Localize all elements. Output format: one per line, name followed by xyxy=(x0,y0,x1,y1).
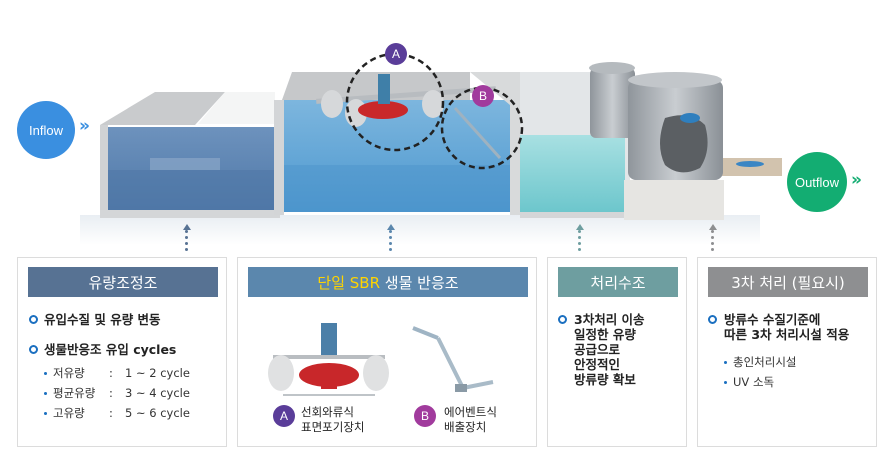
equalization-tank xyxy=(100,92,280,218)
plant-drawing xyxy=(80,52,782,245)
callout-circle-b xyxy=(440,86,524,170)
inflow-label: Inflow xyxy=(29,122,63,138)
marker-a-letter: A xyxy=(391,47,400,61)
dot-bullet-icon xyxy=(44,412,47,415)
panel-treated: 처리수조 3차처리 이송 일정한 유량 공급으로 안정적인 방류량 확보 xyxy=(547,257,687,447)
connector-tertiary xyxy=(709,224,717,254)
panel-sbr-header: 단일 SBR 생물 반응조 xyxy=(248,267,528,297)
connector-treated xyxy=(576,224,584,254)
panel-equalization-header: 유량조정조 xyxy=(28,267,218,297)
outflow-badge: Outflow xyxy=(787,152,847,212)
flow-rate-row: 평균유량:3 ~ 4 cycle xyxy=(44,383,190,403)
panel-treated-header: 처리수조 xyxy=(558,267,678,297)
panel-sbr-title-rest: 생물 반응조 xyxy=(380,273,459,292)
treated-bullet: 3차처리 이송 일정한 유량 공급으로 안정적인 방류량 확보 xyxy=(558,312,645,387)
ring-bullet-icon xyxy=(29,315,38,324)
equipment-a-marker: A xyxy=(273,405,295,427)
dot-bullet-icon xyxy=(724,381,727,384)
ring-bullet-icon xyxy=(29,345,38,354)
outflow-chevron-icon: » xyxy=(851,170,862,190)
ring-bullet-icon xyxy=(708,315,717,324)
panel-tertiary: 3차 처리 (필요시) 방류수 수질기준에 따른 3차 처리시설 적용 총인처리… xyxy=(697,257,877,447)
connector-sbr xyxy=(387,224,395,254)
tertiary-sub-item: UV 소독 xyxy=(724,372,796,392)
equalization-bullet-1: 유입수질 및 유량 변동 xyxy=(29,312,161,328)
dot-bullet-icon xyxy=(724,361,727,364)
sbr-tank xyxy=(274,72,520,215)
surface-aerator-image xyxy=(268,323,389,396)
inflow-chevron-icon: » xyxy=(79,116,90,136)
marker-a: A xyxy=(385,43,407,65)
air-vent-decanter-image xyxy=(412,326,494,392)
tertiary-sub-item: 총인처리시설 xyxy=(724,352,796,372)
panel-tertiary-header: 3차 처리 (필요시) xyxy=(708,267,868,297)
panel-tertiary-title: 3차 처리 (필요시) xyxy=(731,273,845,292)
ring-bullet-icon xyxy=(558,315,567,324)
connector-equalization xyxy=(183,224,191,254)
panel-treated-title: 처리수조 xyxy=(590,273,646,292)
equalization-bullet-2: 생물반응조 유입 cycles xyxy=(29,342,176,358)
flow-rate-row: 고유량:5 ~ 6 cycle xyxy=(44,403,190,423)
equipment-a-label: 선회와류식 표면포기장치 xyxy=(301,405,365,434)
panel-sbr: 단일 SBR 생물 반응조 A 선회와류식 표면포기장치 B 에어벤트식 배출장… xyxy=(237,257,537,447)
equipment-b-marker: B xyxy=(414,405,436,427)
panel-sbr-title-highlight: 단일 SBR xyxy=(317,273,381,292)
tertiary-filters xyxy=(589,62,782,220)
tertiary-sub-list: 총인처리시설 UV 소독 xyxy=(724,352,796,392)
flow-rate-list: 저유량:1 ~ 2 cycle 평균유량:3 ~ 4 cycle 고유량:5 ~… xyxy=(44,363,190,423)
plant-illustration: Inflow » Outflow » A B xyxy=(17,43,862,245)
marker-b-letter: B xyxy=(478,89,487,103)
outflow-label: Outflow xyxy=(794,174,840,190)
tertiary-bullet: 방류수 수질기준에 따른 3차 처리시설 적용 xyxy=(708,312,849,342)
marker-b: B xyxy=(472,85,494,107)
dot-bullet-icon xyxy=(44,372,47,375)
inflow-badge: Inflow xyxy=(17,101,75,159)
flow-rate-row: 저유량:1 ~ 2 cycle xyxy=(44,363,190,383)
panel-equalization: 유량조정조 유입수질 및 유량 변동 생물반응조 유입 cycles 저유량:1… xyxy=(17,257,227,447)
dot-bullet-icon xyxy=(44,392,47,395)
equipment-b-label: 에어벤트식 배출장치 xyxy=(444,405,497,434)
panel-equalization-title: 유량조정조 xyxy=(88,273,158,292)
